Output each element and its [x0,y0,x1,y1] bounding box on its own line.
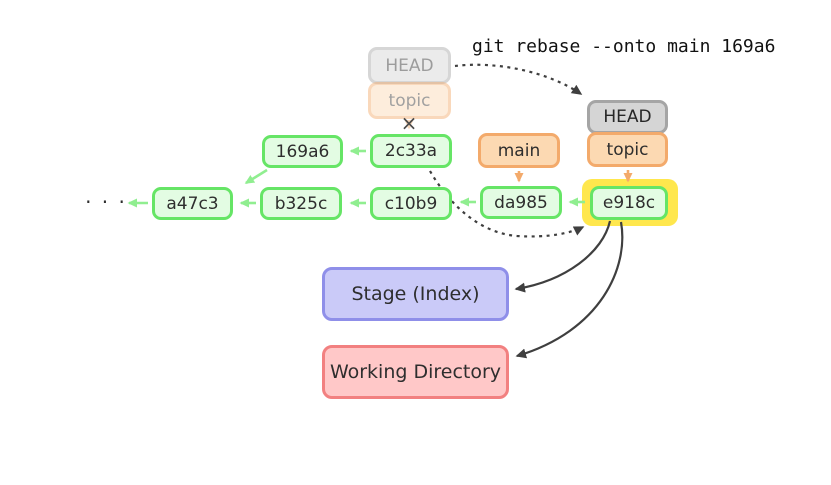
old-topic-text: topic [388,90,431,111]
arrow-e918c-to-working-directory [515,221,624,359]
main-text: main [497,140,541,161]
topic-text: topic [606,139,649,160]
ellipsis: · · · [85,190,127,214]
arrow-e918c-to-stage [514,220,612,293]
command-text: git rebase --onto main 169a6 [472,36,776,57]
head-text: HEAD [603,107,652,127]
commit-text: 169a6 [275,141,330,162]
topic-label: topic [587,132,668,167]
commit-node-a47c3: a47c3 [152,187,233,220]
commit-text: da985 [494,192,548,213]
old-head-label: HEAD [368,47,451,84]
commit-node-b325c: b325c [260,187,342,220]
commit-text: b325c [274,193,328,214]
commit-text: e918c [602,193,656,213]
commit-node-e918c: e918c [590,186,668,220]
working-directory-text: Working Directory [329,361,502,383]
commit-node-169a6: 169a6 [262,135,343,168]
commit-text: 2c33a [384,141,438,161]
commit-node-da985: da985 [480,186,562,219]
commit-text: a47c3 [166,193,219,214]
commit-node-2c33a: 2c33a [370,134,452,168]
commit-node-c10b9: c10b9 [370,187,452,220]
arrow-head-moves [454,63,583,95]
working-directory-box: Working Directory [322,345,509,399]
stage-box: Stage (Index) [322,267,509,321]
detach-cross: × [400,111,418,135]
head-label: HEAD [587,100,668,134]
arrow-169a6-to-a47c3 [244,168,268,185]
stage-text: Stage (Index) [351,283,480,305]
old-head-text: HEAD [385,55,434,76]
commit-text: c10b9 [384,193,438,214]
old-topic-label: topic [368,82,451,119]
main-label: main [478,133,560,168]
